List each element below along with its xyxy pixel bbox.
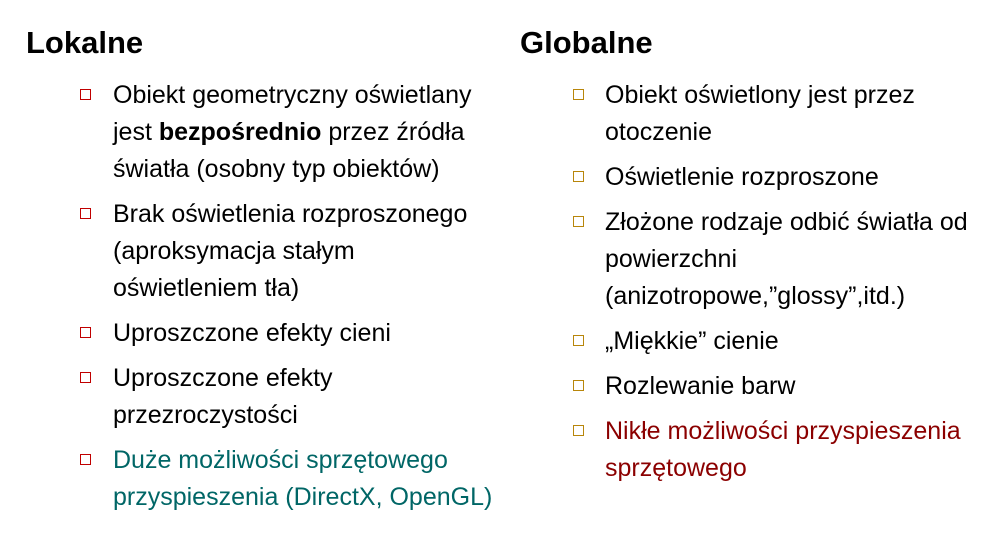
list-item: Uproszczone efekty przezroczystości bbox=[79, 360, 393, 434]
list-item-text: Uproszczone efekty przezroczystości bbox=[113, 364, 333, 429]
square-bullet-icon bbox=[80, 372, 91, 383]
square-bullet-icon bbox=[80, 327, 91, 338]
square-bullet-icon bbox=[80, 454, 91, 465]
list-item-text: Obiekt oświetlony jest przez otoczenie bbox=[605, 81, 915, 146]
list-item-text: Rozlewanie barw bbox=[605, 372, 796, 400]
square-bullet-icon bbox=[573, 89, 584, 100]
list-item: „Miękkie” cienie bbox=[572, 323, 992, 360]
list-item: Duże możliwości sprzętowego przyspieszen… bbox=[79, 442, 543, 516]
left-bullet-list: Obiekt geometryczny oświetlany jest bezp… bbox=[79, 77, 519, 524]
square-bullet-icon bbox=[573, 171, 584, 182]
list-item-text: Duże możliwości sprzętowego przyspieszen… bbox=[113, 446, 493, 511]
list-item-text: Nikłe możliwości przyspieszenia sprzętow… bbox=[605, 417, 961, 482]
list-item: Złożone rodzaje odbić światła od powierz… bbox=[572, 204, 992, 315]
list-item-text: Uproszczone efekty cieni bbox=[113, 319, 391, 347]
list-item-text: Brak oświetlenia rozproszonego (aproksym… bbox=[113, 200, 468, 302]
list-item: Brak oświetlenia rozproszonego (aproksym… bbox=[79, 196, 505, 307]
list-item: Oświetlenie rozproszone bbox=[572, 159, 992, 196]
square-bullet-icon bbox=[573, 425, 584, 436]
list-item-text: Oświetlenie rozproszone bbox=[605, 163, 879, 191]
list-item: Obiekt oświetlony jest przez otoczenie bbox=[572, 77, 975, 151]
left-heading: Lokalne bbox=[26, 25, 144, 60]
list-item-text: „Miękkie” cienie bbox=[605, 327, 779, 355]
square-bullet-icon bbox=[80, 89, 91, 100]
list-item-text: Złożone rodzaje odbić światła od powierz… bbox=[605, 208, 968, 310]
list-item-text-bold: bezpośrednio bbox=[158, 118, 322, 146]
list-item: Nikłe możliwości przyspieszenia sprzętow… bbox=[572, 413, 985, 487]
square-bullet-icon bbox=[573, 216, 584, 227]
square-bullet-icon bbox=[573, 380, 584, 391]
list-item: Rozlewanie barw bbox=[572, 368, 992, 405]
square-bullet-icon bbox=[573, 335, 584, 346]
list-item: Uproszczone efekty cieni bbox=[79, 315, 519, 352]
list-item-text-post: przez źródła światła (osobny typ obiektó… bbox=[113, 118, 465, 183]
square-bullet-icon bbox=[80, 208, 91, 219]
right-bullet-list: Obiekt oświetlony jest przez otoczenie O… bbox=[572, 77, 992, 495]
list-item-text-pre: Obiekt geometryczny oświetlany jest bbox=[113, 81, 472, 146]
right-heading: Globalne bbox=[520, 25, 653, 60]
list-item: Obiekt geometryczny oświetlany jest bezp… bbox=[79, 77, 505, 188]
